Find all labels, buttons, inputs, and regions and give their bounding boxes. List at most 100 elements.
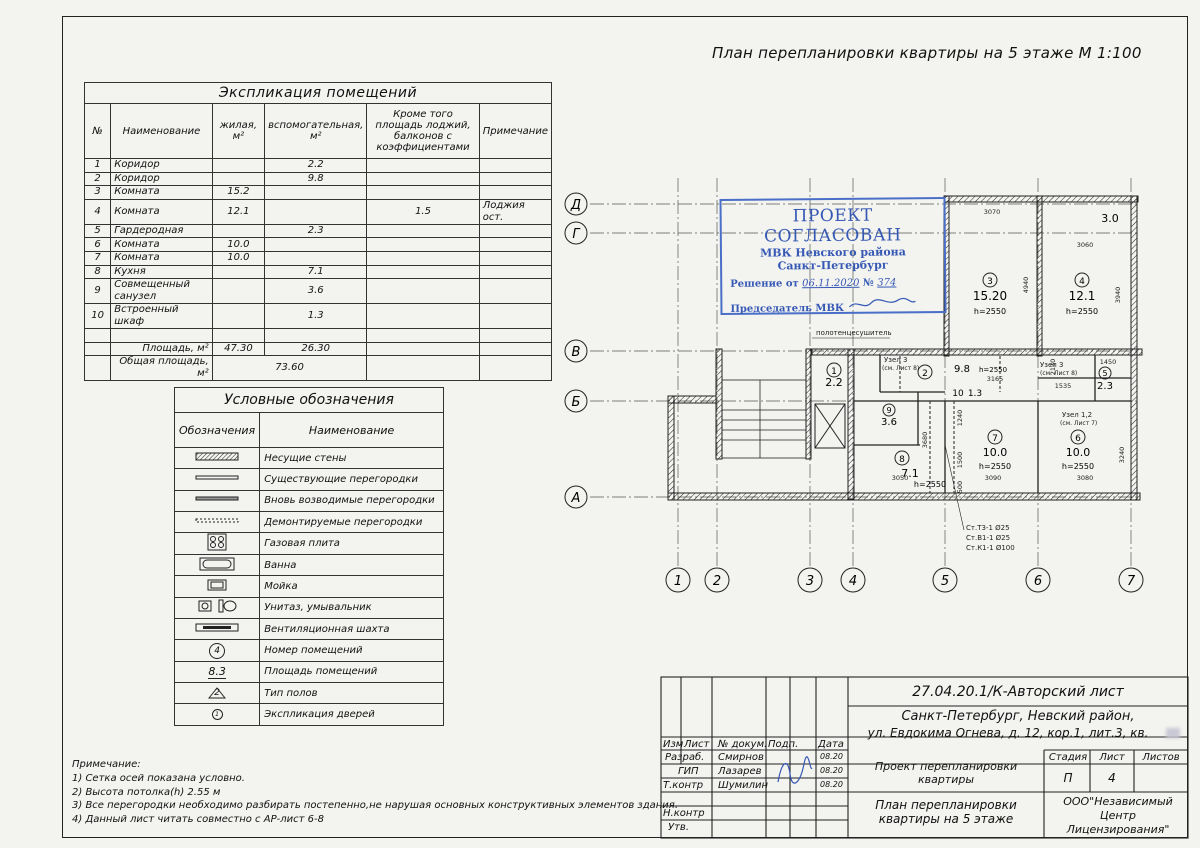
col-number: №	[83, 103, 112, 159]
door-symbol: 1	[211, 709, 223, 721]
room-area: 15.20	[973, 289, 1007, 303]
address-line-1: Санкт-Петербург, Невский район,	[901, 709, 1135, 724]
total-row-blank	[83, 355, 112, 382]
row-name: Встроенный шкаф	[110, 303, 213, 330]
dim: 1450	[1100, 358, 1117, 366]
room-area: 9.8	[954, 364, 970, 375]
room-marker-9: 9 3.6	[881, 403, 897, 428]
axis-bubble-v: В	[564, 339, 588, 363]
col-name: Наименование	[110, 103, 213, 159]
room-height: h=2550	[979, 366, 1007, 374]
dim: 3680	[921, 432, 929, 449]
tb-role: Разраб.	[665, 752, 705, 763]
room-number: 4	[1079, 277, 1085, 287]
room-number: 8	[899, 455, 905, 465]
dim: 3165	[987, 375, 1004, 383]
axis-label: 1	[674, 574, 682, 589]
room-area: 7.1	[901, 467, 919, 480]
col-note: Примечание	[478, 103, 553, 159]
riser-label: Ст.К1-1 Ø100	[966, 544, 1015, 552]
node-label: Узел 3	[884, 356, 907, 364]
room-marker-7: 7 10.0 h=2550	[979, 429, 1011, 471]
dim: 1500	[956, 452, 964, 469]
notes: Примечание: 1) Сетка осей показана услов…	[72, 758, 678, 827]
tb-person: Лазарев	[718, 766, 762, 777]
row-living	[211, 303, 266, 330]
room-number: 9	[886, 406, 891, 415]
loggia-area: 3.0	[1101, 212, 1119, 225]
tb-sheet-value: 4	[1108, 771, 1116, 785]
room-height: h=2550	[979, 462, 1011, 471]
room-area-symbol: 8.3	[208, 665, 226, 680]
room-marker-2: 2 9.8 h=2550	[917, 364, 1007, 380]
riser-label: Ст.В1-1 Ø25	[966, 534, 1010, 542]
dim: 2130	[1049, 359, 1057, 376]
row-living: 12.1	[211, 198, 266, 225]
axis-bubble-4: 4	[840, 567, 866, 593]
tb-header-sign: Подп.	[768, 739, 799, 750]
axis-label: 2	[713, 574, 721, 589]
axis-label: В	[572, 345, 581, 360]
tb-person: Шумилин	[718, 780, 769, 791]
axis-bubble-b: Б	[564, 389, 588, 413]
room-number: 7	[992, 434, 998, 444]
room-marker-5: 5 2.3	[1097, 366, 1113, 392]
dim: 3050	[892, 474, 909, 482]
tb-date: 08.20	[820, 752, 843, 761]
tb-header-rev: Изм	[663, 739, 684, 750]
dimensions: 3070 3060 4940 3940 2130 1450 3165 1535 …	[892, 208, 1126, 493]
redacted-apartment-number	[1166, 728, 1180, 738]
room-area: 12.1	[1069, 289, 1096, 303]
node-ref: (см. Лист 8)	[1040, 370, 1077, 377]
dim: 3240	[1118, 447, 1126, 464]
dim: 3060	[1077, 241, 1094, 249]
tb-stage-value: П	[1063, 771, 1073, 785]
sheet-frame	[62, 16, 1188, 838]
room-height: h=2550	[1066, 307, 1098, 316]
axis-label: А	[571, 491, 581, 506]
node-label: Узел 1,2	[1062, 411, 1092, 419]
node-label: Узел 3	[1040, 361, 1063, 369]
axis-bubble-1: 1	[665, 567, 691, 593]
company-name: ООО"Независимый Центр Лицензирования"	[1063, 795, 1173, 836]
row-name: Совмещенный санузел	[110, 278, 213, 305]
floor-type-value: 2	[214, 688, 220, 699]
room-number: 10	[952, 389, 964, 399]
signature-icon	[849, 297, 916, 308]
axis-bubble-2: 2	[704, 567, 730, 593]
approval-stamp: ПРОЕКТ СОГЛАСОВАН МВК Невского района Са…	[719, 197, 947, 315]
row-number: 4	[83, 198, 112, 225]
tb-role: Утв.	[668, 822, 689, 833]
note-line: 2) Высота потолка(h) 2.55 м	[72, 786, 221, 798]
tb-date: 08.20	[820, 766, 843, 775]
axis-label: Д	[570, 198, 581, 213]
col-loggia: Кроме того площадь лоджий, балконов с ко…	[366, 103, 480, 159]
room-number-symbol: 4	[209, 642, 226, 659]
axis-bubble-5: 5	[932, 567, 958, 593]
room-marker-1: 1 2.2	[825, 362, 843, 389]
drawing-name: План перепланировки квартиры на 5 этаже	[875, 798, 1017, 826]
axis-label: Г	[572, 227, 581, 242]
axis-bubble-3: 3	[797, 567, 823, 593]
legend-row: Газовая плита	[173, 532, 444, 556]
tb-role: Н.контр	[663, 808, 705, 819]
room-area: 2.3	[1097, 381, 1113, 392]
room-height: h=2550	[1062, 462, 1094, 471]
axis-label: 6	[1034, 574, 1042, 589]
total-label: Общая площадь, м²	[110, 355, 213, 382]
legend-item-name: Экспликация дверей	[259, 703, 444, 726]
notes-heading: Примечание:	[72, 759, 141, 770]
dim: 1240	[956, 410, 964, 427]
axis-bubble-g: Г	[564, 221, 588, 245]
tb-date: 08.20	[820, 780, 843, 789]
axis-bubble-a: А	[564, 485, 588, 509]
row-axis-labels: Д Г В Б А	[564, 192, 588, 509]
doc-code: 27.04.20.1/К-Авторский лист	[912, 684, 1124, 700]
riser-label: Ст.Т3-1 Ø25	[966, 524, 1010, 532]
